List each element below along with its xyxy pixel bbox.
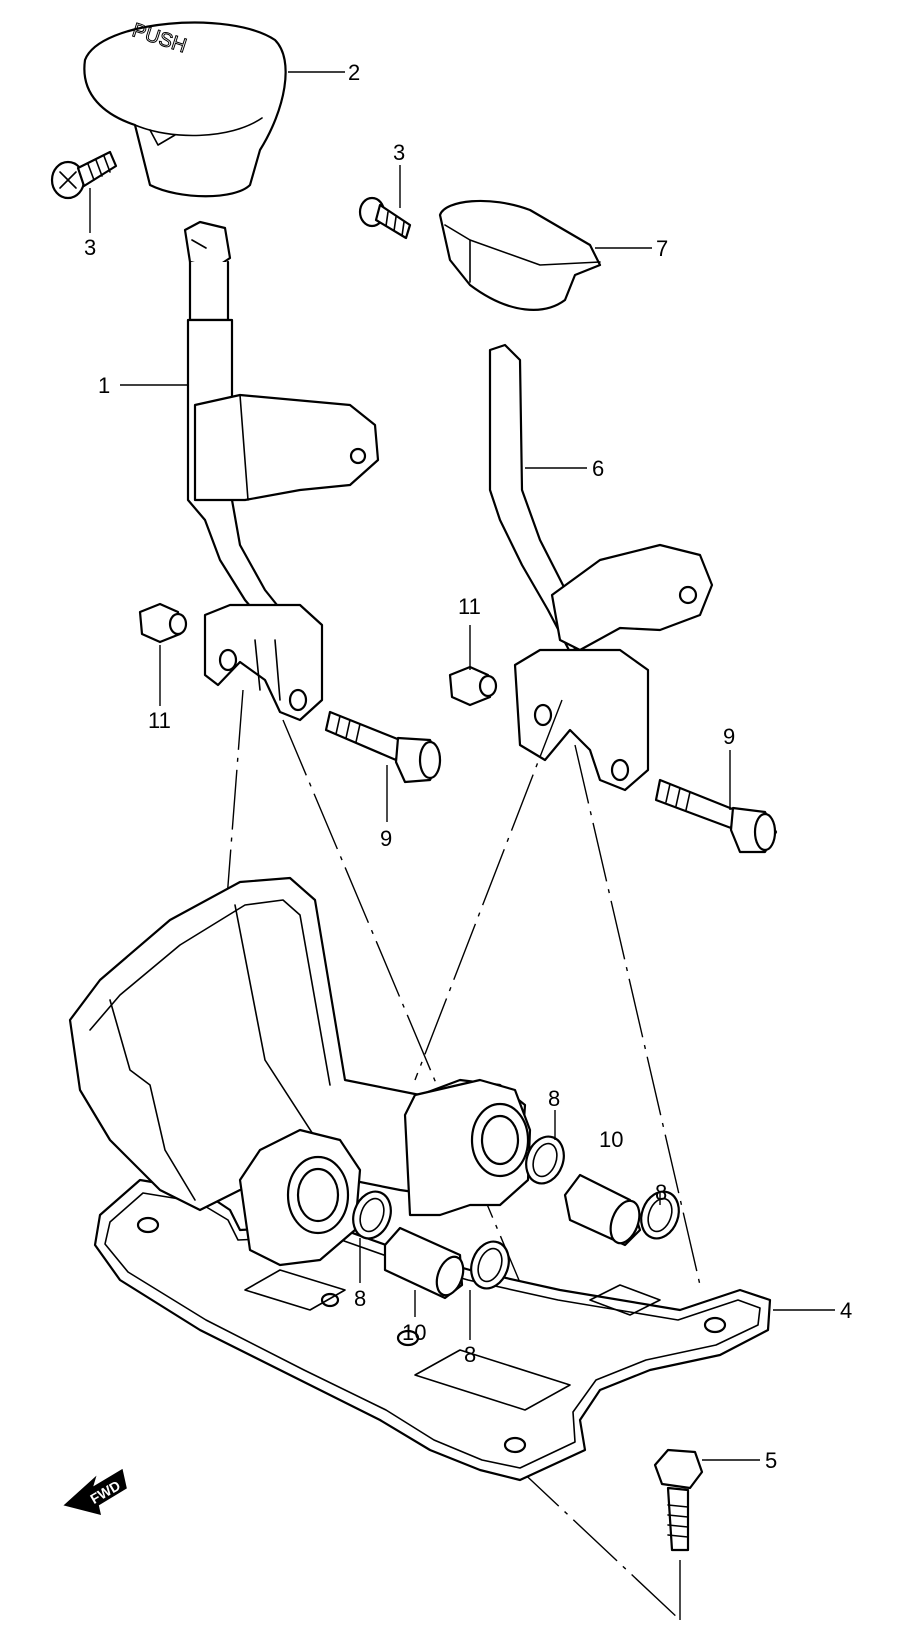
callout-8-right: 8 [655,1180,667,1205]
fwd-arrow-icon: FWD [63,1468,127,1516]
callout-3-left: 3 [84,235,96,260]
callout-11-right: 11 [458,594,481,619]
bolt-part-5 [653,1448,704,1552]
washer-part-8-b [525,1135,565,1185]
washer-part-8-d [640,1190,680,1240]
callout-7: 7 [656,236,668,261]
callout-5: 5 [765,1448,777,1473]
shift-lever-part-1 [183,220,380,722]
washer-part-8-a [352,1190,392,1240]
callout-8-left: 8 [354,1286,366,1311]
callout-6: 6 [592,456,604,481]
base-bracket-part-4 [68,876,772,1482]
nut-part-11-right [448,665,498,707]
callout-1: 1 [98,373,110,398]
bolt-part-9-right [654,778,778,854]
callout-2: 2 [348,60,360,85]
callout-8-bottom: 8 [464,1342,476,1367]
callout-9-left: 9 [380,826,392,851]
screw-part-3-middle [358,196,412,240]
bolt-part-9-left [324,710,442,784]
shift-knob-part-2: PUSH [83,19,287,198]
washer-part-8-c [470,1240,510,1290]
bushing-part-10-right [563,1173,642,1247]
callout-10-right: 10 [599,1127,623,1152]
callout-labels: 1 2 3 3 4 5 6 7 8 8 8 8 9 9 10 10 11 11 [84,60,852,1473]
bushing-part-10-left [383,1226,465,1300]
nut-part-11-left [138,602,188,644]
callout-11-left: 11 [148,708,171,733]
callout-4: 4 [840,1298,852,1323]
leader-lines [89,71,835,1620]
callout-8-top: 8 [548,1086,560,1111]
shift-lever-part-6 [488,343,714,792]
callout-9-right: 9 [723,724,735,749]
shift-button-part-7 [438,199,602,311]
callout-10-left: 10 [402,1320,426,1345]
screw-part-3-left [50,150,118,200]
callout-3-middle: 3 [393,140,405,165]
